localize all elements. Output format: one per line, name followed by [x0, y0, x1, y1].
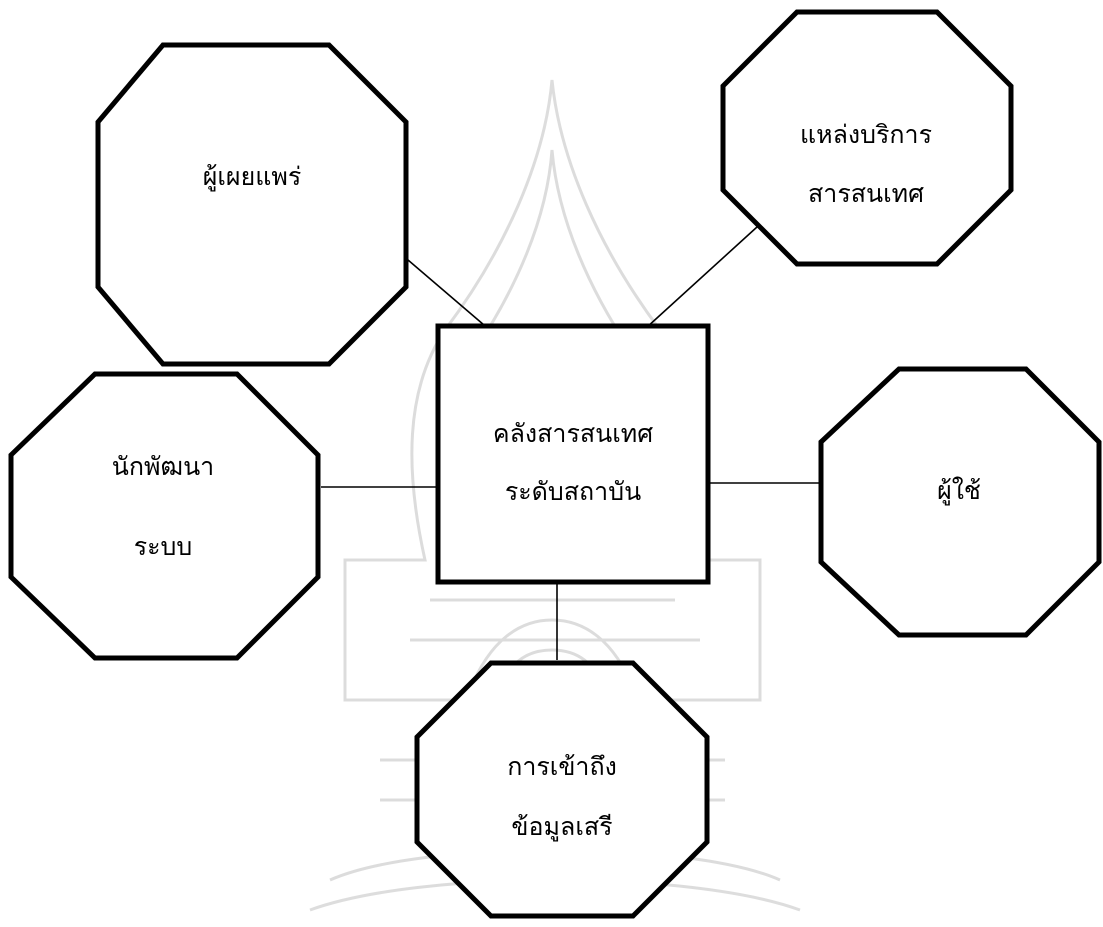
center-label-line-1: คลังสารสนเทศ [493, 419, 653, 448]
node-publisher: ผู้เผยแพร่ [95, 42, 409, 367]
edge-publisher-center [393, 247, 485, 326]
open-access-octagon [414, 660, 710, 919]
center-label-line-2: ระดับสถาบัน [505, 477, 641, 506]
service-source-octagon [720, 9, 1014, 267]
node-open-access: การเข้าถึง ข้อมูลเสรี [414, 660, 710, 919]
node-center: คลังสารสนเทศ ระดับสถาบัน [435, 323, 711, 585]
developer-octagon [8, 371, 321, 661]
open-access-label-line-1: การเข้าถึง [507, 752, 617, 781]
center-square [435, 323, 711, 585]
developer-label-line-2: ระบบ [134, 532, 193, 561]
node-user: ผู้ใช้ [818, 366, 1102, 638]
publisher-label: ผู้เผยแพร่ [203, 162, 302, 192]
service-source-label-line-1: แหล่งบริการ [800, 120, 932, 149]
user-label: ผู้ใช้ [937, 476, 981, 506]
developer-label-line-1: นักพัฒนา [112, 452, 214, 481]
publisher-octagon [95, 42, 409, 367]
open-access-label-line-2: ข้อมูลเสรี [511, 812, 612, 842]
node-service-source: แหล่งบริการ สารสนเทศ [720, 9, 1014, 267]
connector-lines [321, 226, 820, 660]
node-developer: นักพัฒนา ระบบ [8, 371, 321, 661]
user-octagon [818, 366, 1102, 638]
edge-service-source-center [645, 226, 758, 329]
service-source-label-line-2: สารสนเทศ [808, 179, 924, 208]
